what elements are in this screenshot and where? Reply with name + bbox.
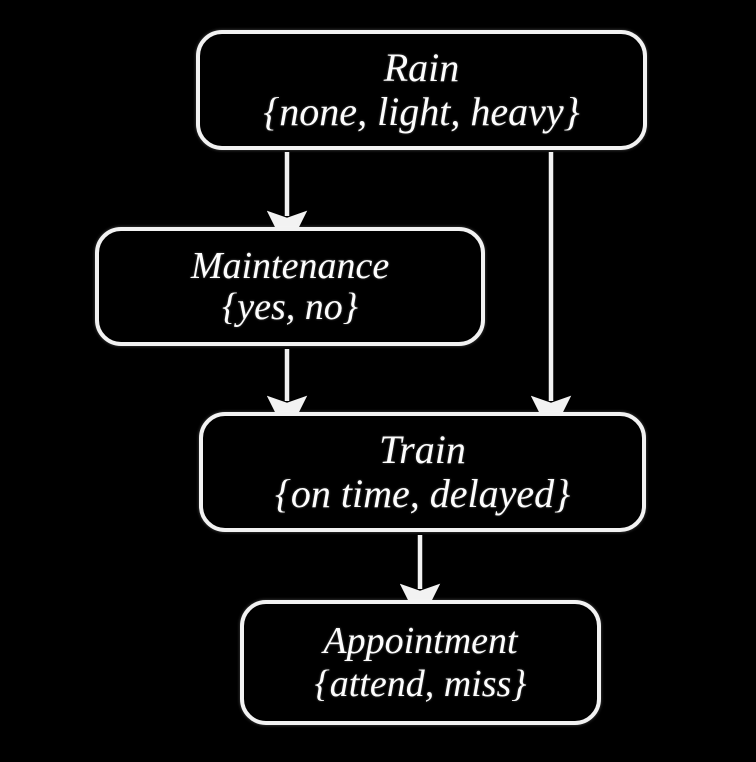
- node-rain-label: Rain: [383, 45, 460, 91]
- node-appointment-states: {attend, miss}: [314, 662, 527, 705]
- node-train-label: Train: [379, 427, 466, 473]
- node-train-states: {on time, delayed}: [274, 470, 571, 516]
- node-train[interactable]: Train {on time, delayed}: [199, 412, 646, 532]
- node-rain-states: {none, light, heavy}: [263, 88, 580, 134]
- node-appointment[interactable]: Appointment {attend, miss}: [240, 600, 601, 725]
- node-maintenance-states: {yes, no}: [222, 286, 358, 328]
- node-maintenance[interactable]: Maintenance {yes, no}: [95, 227, 485, 346]
- node-maintenance-label: Maintenance: [190, 244, 390, 287]
- node-rain[interactable]: Rain {none, light, heavy}: [196, 30, 647, 150]
- node-appointment-label: Appointment: [323, 620, 518, 663]
